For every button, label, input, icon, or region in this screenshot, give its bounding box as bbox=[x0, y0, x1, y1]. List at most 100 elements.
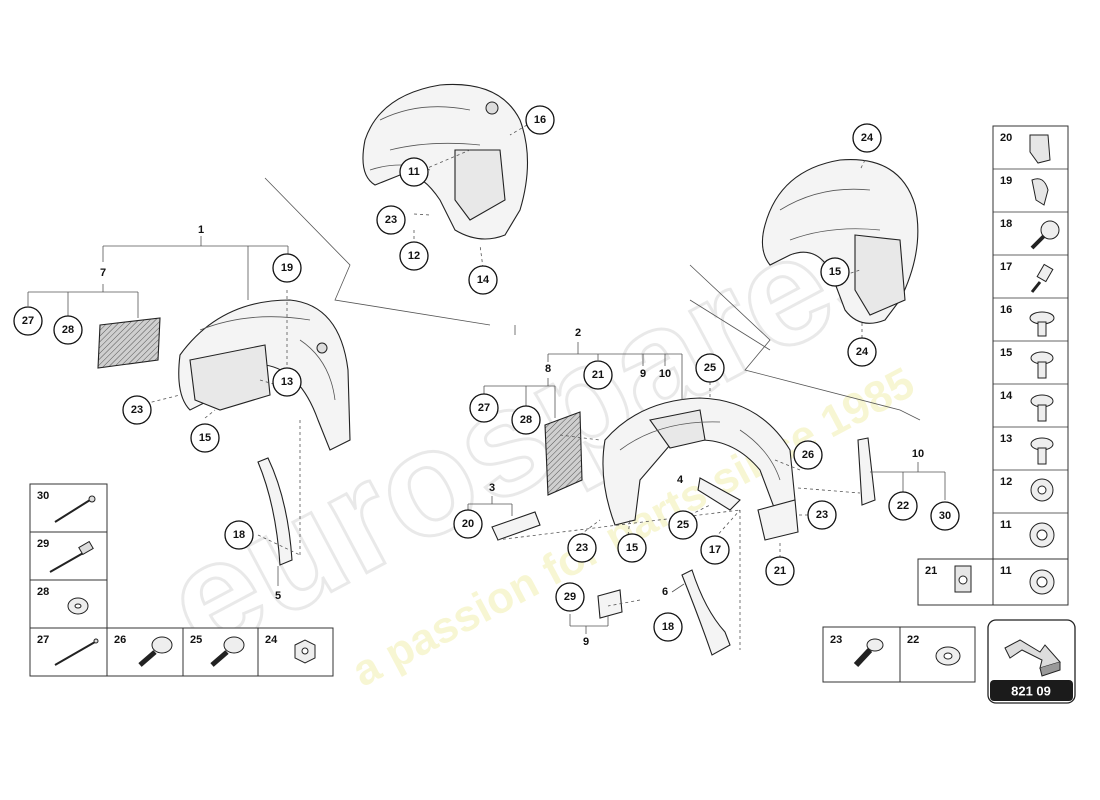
wheel-arch-liner-center bbox=[602, 397, 796, 526]
legend-item-11: 11 bbox=[1000, 519, 1012, 531]
nut-icon bbox=[294, 639, 316, 664]
svg-text:29: 29 bbox=[564, 591, 576, 603]
callout-18-left: 18 bbox=[224, 520, 254, 550]
callout-2: 2 bbox=[575, 327, 581, 339]
svg-text:17: 17 bbox=[709, 544, 721, 556]
diagram-code: 821 09 bbox=[1011, 684, 1051, 699]
legend-item-18: 18 bbox=[1000, 218, 1012, 230]
svg-text:26: 26 bbox=[802, 449, 814, 461]
legend-item-16: 16 bbox=[1000, 304, 1012, 316]
callout-8: 8 bbox=[545, 363, 551, 375]
legend-item-14: 14 bbox=[1000, 390, 1013, 402]
washer-nut-icon bbox=[1029, 569, 1055, 595]
callout-12-top: 12 bbox=[399, 241, 429, 271]
svg-text:15: 15 bbox=[626, 542, 638, 554]
legend-item-25: 25 bbox=[190, 634, 202, 646]
svg-text:25: 25 bbox=[704, 362, 716, 374]
bracket-21 bbox=[757, 499, 799, 541]
svg-text:20: 20 bbox=[462, 518, 474, 530]
rivet-icon bbox=[54, 495, 96, 523]
bolt-icon bbox=[853, 638, 884, 668]
callout-18-center: 18 bbox=[653, 612, 683, 642]
callout-23-center: 23 bbox=[567, 533, 597, 563]
legend-item-27: 27 bbox=[37, 634, 49, 646]
legend-bottom: 23 22 bbox=[822, 626, 976, 683]
callout-3: 3 bbox=[489, 482, 495, 494]
trim-strip-6 bbox=[681, 569, 731, 656]
callout-11-top: 11 bbox=[399, 157, 429, 187]
bolt-icon bbox=[210, 636, 245, 667]
svg-text:28: 28 bbox=[520, 414, 532, 426]
callout-13-left: 13 bbox=[272, 367, 302, 397]
svg-text:25: 25 bbox=[677, 519, 689, 531]
legend-item-12: 12 bbox=[1000, 476, 1012, 488]
callout-20-center: 20 bbox=[453, 509, 483, 539]
bolt-icon bbox=[138, 636, 173, 667]
washer-icon bbox=[935, 646, 961, 666]
callout-15-center: 15 bbox=[617, 533, 647, 563]
frame-lines bbox=[264, 177, 921, 421]
wheel-arch-liner-top bbox=[362, 83, 529, 240]
blind-rivet-icon bbox=[49, 540, 94, 573]
svg-text:12: 12 bbox=[408, 250, 420, 262]
svg-text:18: 18 bbox=[233, 529, 245, 541]
legend-item-24: 24 bbox=[265, 634, 278, 646]
callout-10a: 10 bbox=[659, 368, 671, 380]
svg-text:27: 27 bbox=[22, 315, 34, 327]
washer-nut-icon bbox=[1029, 522, 1055, 548]
callout-25-center: 25 bbox=[668, 510, 698, 540]
callout-27-left: 27 bbox=[13, 306, 43, 336]
callout-labels: 1 7 2 8 9 10 3 4 5 6 9 10 16 11 23 12 14… bbox=[13, 105, 960, 648]
washer-icon bbox=[67, 597, 89, 615]
legend-item-26: 26 bbox=[114, 634, 126, 646]
callout-1: 1 bbox=[198, 224, 204, 236]
svg-text:28: 28 bbox=[62, 324, 74, 336]
clip-nut-icon bbox=[954, 565, 972, 593]
callout-6: 6 bbox=[662, 586, 668, 598]
callout-24-right-top: 24 bbox=[852, 123, 882, 153]
callout-16-top: 16 bbox=[525, 105, 555, 135]
svg-text:15: 15 bbox=[829, 266, 841, 278]
callout-9b: 9 bbox=[583, 636, 589, 648]
legend-item-13: 13 bbox=[1000, 433, 1012, 445]
svg-text:27: 27 bbox=[478, 402, 490, 414]
callout-15-right: 15 bbox=[820, 257, 850, 287]
callout-19-left: 19 bbox=[272, 253, 302, 283]
callout-22-right: 22 bbox=[888, 491, 918, 521]
svg-text:23: 23 bbox=[385, 214, 397, 226]
legend-item-19: 19 bbox=[1000, 175, 1012, 187]
callout-9a: 9 bbox=[640, 368, 646, 380]
callout-15-left: 15 bbox=[190, 423, 220, 453]
legend-item-17: 17 bbox=[1000, 261, 1012, 273]
callout-28-center: 28 bbox=[511, 405, 541, 435]
rivet-icon bbox=[54, 638, 99, 666]
legend-item-30: 30 bbox=[37, 490, 49, 502]
callout-21-center: 21 bbox=[583, 360, 613, 390]
callout-23-top: 23 bbox=[376, 205, 406, 235]
clip-icon bbox=[1029, 134, 1051, 164]
legend-item-22: 22 bbox=[907, 634, 919, 646]
legend-item-11-b: 11 bbox=[1000, 565, 1012, 577]
panel-center bbox=[544, 411, 583, 496]
nut-icon bbox=[1030, 478, 1054, 502]
svg-text:23: 23 bbox=[576, 542, 588, 554]
callout-14-top: 14 bbox=[468, 265, 498, 295]
callout-17-center: 17 bbox=[700, 535, 730, 565]
callout-30-right: 30 bbox=[930, 501, 960, 531]
direction-arrow-icon bbox=[1004, 639, 1061, 677]
svg-text:18: 18 bbox=[662, 621, 674, 633]
diagram-code-box: 821 09 bbox=[987, 619, 1076, 704]
legend-left: 30 29 28 27 26 25 24 bbox=[29, 483, 334, 677]
svg-text:24: 24 bbox=[861, 132, 874, 144]
wheel-arch-liner-left bbox=[178, 299, 351, 451]
svg-text:16: 16 bbox=[534, 114, 546, 126]
svg-text:23: 23 bbox=[131, 404, 143, 416]
legend-item-29: 29 bbox=[37, 538, 49, 550]
callout-27-center: 27 bbox=[469, 393, 499, 423]
callout-7: 7 bbox=[100, 267, 106, 279]
panel-left bbox=[97, 317, 161, 369]
legend-right: 20 19 18 17 16 15 14 13 12 11 21 11 bbox=[917, 125, 1069, 606]
bolt-icon bbox=[1030, 394, 1054, 422]
callout-5: 5 bbox=[275, 590, 281, 602]
